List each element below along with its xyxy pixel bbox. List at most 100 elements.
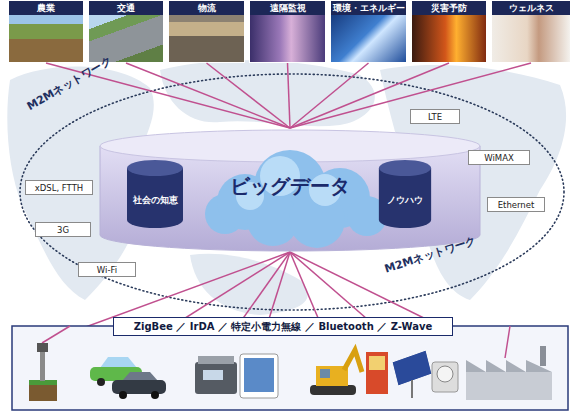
continent [190, 254, 308, 315]
excavator-arm [344, 350, 362, 372]
sector-photo: 農業 [8, 0, 84, 63]
mini-cylinder-top [379, 160, 431, 176]
sector-photo: 環境・エネルギー [330, 0, 407, 63]
sector-label: 農業 [37, 1, 55, 15]
wheel [151, 391, 159, 399]
meter-body [432, 362, 458, 392]
network-label: WiMAX [484, 153, 514, 163]
car-window [100, 357, 137, 368]
mini-cylinder-top [127, 160, 183, 176]
sensor-head [37, 343, 48, 352]
sector-strip: 交通 [89, 1, 163, 15]
sector-label: 環境・エネルギー [333, 1, 405, 15]
network-box: WiMAX [468, 150, 530, 165]
sector-label: 災害予防 [431, 1, 467, 15]
protocol-label: ZigBee ／ IrDA ／ 特定小電力無線 ／ Bluetooth ／ Z-… [134, 320, 432, 334]
vending-body [366, 352, 388, 394]
cylinder-body [100, 146, 480, 251]
network-box: xDSL, FTTH [25, 180, 93, 195]
network-name: M2Mネットワーク [383, 233, 479, 277]
tablet [240, 354, 278, 398]
sector-photo: 交通 [88, 0, 164, 63]
network-loop [20, 74, 564, 310]
mini-cylinder-body [127, 168, 183, 228]
network-box: 3G [35, 222, 91, 237]
network-box: LTE [410, 109, 460, 124]
chimney [540, 346, 546, 366]
mini-cylinder-body [379, 168, 431, 228]
device-link [42, 326, 70, 343]
solar-panel [392, 350, 432, 398]
mini-label-holder: ノウハウ [377, 188, 433, 207]
sector-label: 交通 [117, 1, 135, 15]
sector-link [288, 63, 291, 128]
sector-label: 遠隔監視 [270, 1, 306, 15]
printer-screen [203, 370, 223, 380]
soil [29, 384, 57, 401]
track [310, 385, 356, 395]
sector-photo: ウェルネス [491, 0, 571, 63]
mini-cylinder-shape [125, 158, 185, 230]
sector-label: ウェルネス [509, 1, 554, 15]
car-window [122, 372, 158, 381]
network-label: Ethernet [498, 200, 535, 210]
sector-strip: 物流 [169, 1, 244, 15]
sector-photo: 災害予防 [411, 0, 487, 63]
mini-label-holder: 社会の知恵 [125, 188, 185, 207]
factory-roof [466, 360, 552, 372]
network-name: M2Mネットワーク [24, 53, 114, 114]
network-label: xDSL, FTTH [35, 183, 83, 193]
network-label: Wi-Fi [97, 265, 117, 275]
network-label: LTE [428, 112, 442, 122]
sector-link [290, 63, 369, 128]
factory [466, 346, 552, 400]
printer-body [195, 362, 237, 394]
network-box: Wi-Fi [78, 262, 136, 277]
sector-strip: 環境・エネルギー [331, 1, 406, 15]
cars [90, 357, 166, 399]
store-label: ノウハウ [387, 195, 423, 205]
sector-link [290, 63, 531, 128]
device-band [12, 326, 568, 410]
network-label: 3G [57, 225, 69, 235]
printer-top [198, 356, 234, 364]
car-body [112, 380, 166, 394]
continent [160, 60, 375, 126]
sector-strip: 災害予防 [412, 1, 486, 15]
device-link [505, 326, 510, 358]
store-cylinder: 社会の知恵 [125, 158, 185, 230]
pole [40, 350, 45, 381]
sector-link [207, 63, 291, 128]
vending-machine [366, 352, 388, 394]
store-cylinder: ノウハウ [377, 158, 433, 230]
wheel [97, 378, 105, 386]
sensor-post [29, 343, 57, 401]
panel-stand [411, 380, 413, 398]
meter-dial [437, 366, 453, 382]
sector-strip: 遠隔監視 [250, 1, 325, 15]
mini-cylinder-shape [377, 158, 433, 230]
excavator [310, 350, 362, 395]
wheel [119, 391, 127, 399]
world-map [7, 60, 566, 315]
data-cylinder: ビッグデータ社会の知恵 ノウハウ [95, 128, 485, 253]
store-label: 社会の知恵 [133, 195, 178, 205]
network-box: Ethernet [487, 197, 545, 212]
tablet-frame [240, 354, 278, 398]
tablet-screen [244, 358, 274, 392]
protocol-box: ZigBee ／ IrDA ／ 特定小電力無線 ／ Bluetooth ／ Z-… [113, 317, 453, 336]
sector-strip: 農業 [9, 1, 83, 15]
sector-link [126, 63, 290, 128]
sector-strip: ウェルネス [492, 1, 570, 15]
electric-meter [432, 362, 458, 392]
cab-window [320, 369, 330, 378]
sector-photo: 遠隔監視 [249, 0, 326, 63]
terminal [195, 356, 237, 394]
vending-window [369, 356, 385, 370]
data-title: ビッグデータ [230, 174, 350, 198]
sector-label: 物流 [198, 1, 216, 15]
sector-photo: 物流 [168, 0, 245, 63]
